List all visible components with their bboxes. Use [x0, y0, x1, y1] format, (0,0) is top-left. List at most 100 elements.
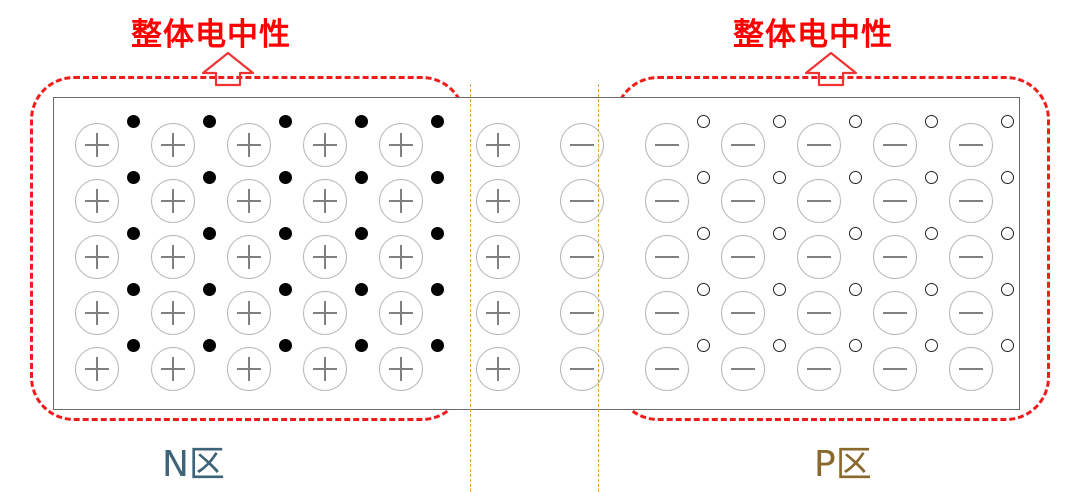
free-electron — [279, 227, 292, 240]
free-electron — [127, 115, 140, 128]
positive-ion-n — [227, 123, 271, 167]
positive-ion-n — [379, 347, 423, 391]
negative-ion-p — [873, 291, 917, 335]
free-electron — [203, 115, 216, 128]
positive-ion-n — [75, 347, 119, 391]
free-electron — [431, 171, 444, 184]
negative-ion-p — [721, 123, 765, 167]
free-electron — [279, 171, 292, 184]
free-electron — [127, 339, 140, 352]
free-electron — [203, 283, 216, 296]
neutral-label-p: 整体电中性 — [733, 17, 893, 53]
positive-ion-n — [75, 291, 119, 335]
free-hole — [849, 339, 862, 352]
free-electron — [279, 115, 292, 128]
positive-ion-n — [151, 347, 195, 391]
free-electron — [127, 227, 140, 240]
free-hole — [925, 227, 938, 240]
free-electron — [431, 115, 444, 128]
free-hole — [925, 283, 938, 296]
free-electron — [203, 227, 216, 240]
positive-ion-n — [151, 291, 195, 335]
negative-ion-p — [949, 291, 993, 335]
positive-ion-n — [303, 235, 347, 279]
free-electron — [127, 171, 140, 184]
negative-ion-depletion — [560, 179, 604, 223]
free-hole — [773, 115, 786, 128]
negative-ion-depletion — [560, 123, 604, 167]
negative-ion-p — [645, 347, 689, 391]
free-hole — [697, 171, 710, 184]
negative-ion-p — [797, 179, 841, 223]
depletion-boundary-right — [598, 84, 599, 492]
free-electron — [203, 171, 216, 184]
negative-ion-p — [721, 291, 765, 335]
negative-ion-depletion — [560, 291, 604, 335]
free-hole — [697, 339, 710, 352]
negative-ion-p — [949, 179, 993, 223]
negative-ion-p — [645, 123, 689, 167]
positive-ion-n — [303, 179, 347, 223]
negative-ion-p — [721, 235, 765, 279]
negative-ion-p — [645, 291, 689, 335]
positive-ion-depletion — [476, 291, 520, 335]
negative-ion-p — [797, 123, 841, 167]
depletion-boundary-left — [470, 84, 471, 492]
positive-ion-depletion — [476, 179, 520, 223]
negative-ion-p — [797, 235, 841, 279]
positive-ion-n — [151, 123, 195, 167]
negative-ion-p — [949, 123, 993, 167]
positive-ion-depletion — [476, 347, 520, 391]
zone-label-p: P区 — [814, 444, 872, 485]
positive-ion-n — [75, 179, 119, 223]
negative-ion-p — [797, 291, 841, 335]
free-hole — [925, 171, 938, 184]
positive-ion-depletion — [476, 123, 520, 167]
positive-ion-n — [303, 347, 347, 391]
positive-ion-n — [151, 235, 195, 279]
positive-ion-n — [379, 235, 423, 279]
free-electron — [431, 227, 444, 240]
negative-ion-p — [797, 347, 841, 391]
negative-ion-p — [873, 123, 917, 167]
free-hole — [1001, 339, 1014, 352]
neutral-label-n: 整体电中性 — [131, 17, 291, 53]
free-hole — [1001, 227, 1014, 240]
free-electron — [127, 283, 140, 296]
positive-ion-n — [303, 291, 347, 335]
positive-ion-n — [75, 123, 119, 167]
negative-ion-p — [645, 235, 689, 279]
free-hole — [1001, 171, 1014, 184]
up-arrow-icon-p — [803, 50, 859, 93]
positive-ion-n — [227, 179, 271, 223]
positive-ion-n — [227, 347, 271, 391]
positive-ion-n — [227, 291, 271, 335]
free-electron — [431, 339, 444, 352]
negative-ion-p — [949, 347, 993, 391]
free-hole — [1001, 115, 1014, 128]
negative-ion-p — [645, 179, 689, 223]
positive-ion-n — [75, 235, 119, 279]
positive-ion-n — [379, 291, 423, 335]
free-electron — [431, 283, 444, 296]
free-electron — [203, 339, 216, 352]
free-hole — [773, 283, 786, 296]
positive-ion-n — [303, 123, 347, 167]
negative-ion-p — [721, 347, 765, 391]
free-electron — [279, 283, 292, 296]
up-arrow-icon-n — [200, 50, 256, 93]
free-hole — [925, 339, 938, 352]
free-electron — [355, 171, 368, 184]
positive-ion-n — [379, 123, 423, 167]
positive-ion-n — [151, 179, 195, 223]
free-hole — [697, 283, 710, 296]
free-electron — [355, 283, 368, 296]
free-hole — [1001, 283, 1014, 296]
free-hole — [773, 171, 786, 184]
free-hole — [849, 227, 862, 240]
free-hole — [697, 227, 710, 240]
free-hole — [849, 283, 862, 296]
free-electron — [355, 227, 368, 240]
free-hole — [925, 115, 938, 128]
